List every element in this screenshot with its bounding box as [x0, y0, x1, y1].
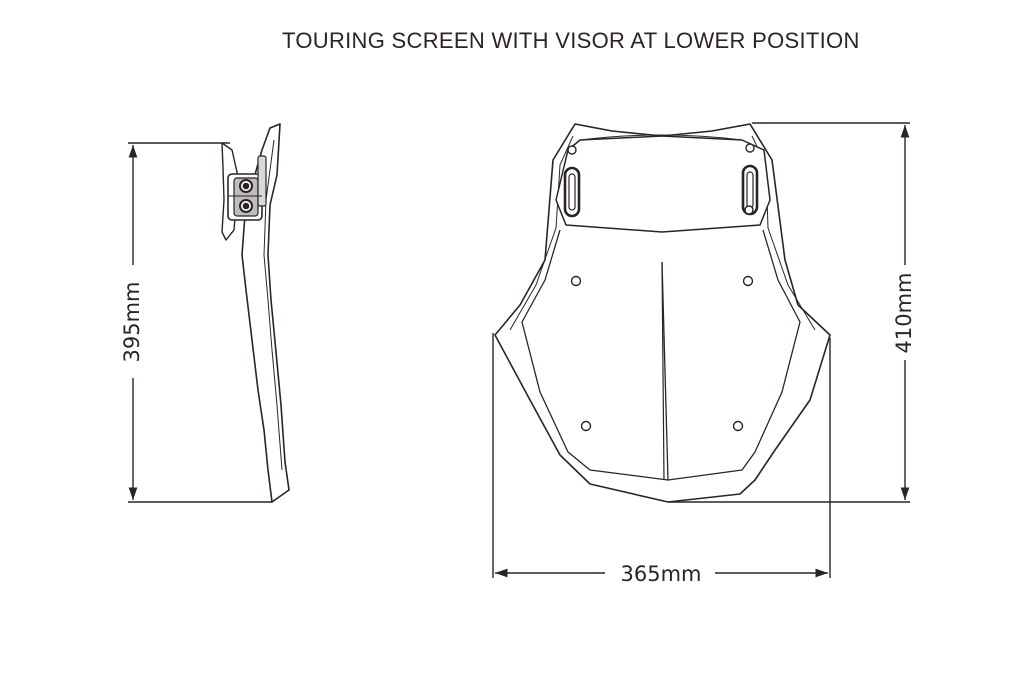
- visor-slot-left: [563, 145, 581, 218]
- front-width-label: 365mm: [621, 562, 702, 586]
- mount-hole-upper-left: [570, 275, 582, 287]
- front-screen-outline: [494, 123, 831, 503]
- mount-hole-upper-right: [742, 275, 754, 287]
- side-visor-plate: [221, 142, 238, 241]
- mount-hole-lower-left: [580, 420, 592, 432]
- front-center-seam: [661, 261, 665, 481]
- front-visor-top-edge: [579, 134, 743, 141]
- side-height-dimension: [128, 142, 272, 503]
- front-height-label: 410mm: [892, 273, 916, 354]
- diagram-title: TOURING SCREEN WITH VISOR AT LOWER POSIT…: [282, 28, 860, 53]
- front-width-dimension: [492, 333, 831, 578]
- front-view: [494, 123, 831, 503]
- front-left-contour: [509, 135, 574, 331]
- front-height-dimension: [668, 122, 910, 503]
- mounting-holes: [570, 275, 754, 432]
- mount-hole-lower-right: [732, 420, 744, 432]
- side-view: [221, 123, 290, 503]
- side-height-label: 395mm: [120, 282, 144, 363]
- visor-slot-right: [741, 143, 759, 216]
- side-mount-bracket: [227, 155, 267, 221]
- front-visor: [555, 135, 771, 233]
- front-inner-left-panel: [521, 229, 669, 481]
- front-inner-right-panel: [667, 229, 801, 481]
